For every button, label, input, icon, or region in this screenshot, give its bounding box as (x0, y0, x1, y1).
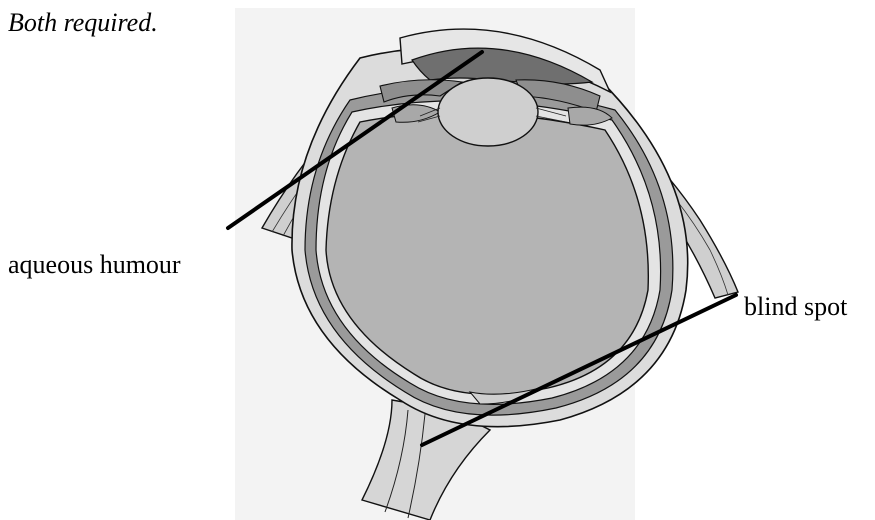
aqueous-humour-label: aqueous humour (8, 250, 181, 280)
blind-spot-label: blind spot (744, 292, 847, 322)
lens (438, 78, 538, 146)
